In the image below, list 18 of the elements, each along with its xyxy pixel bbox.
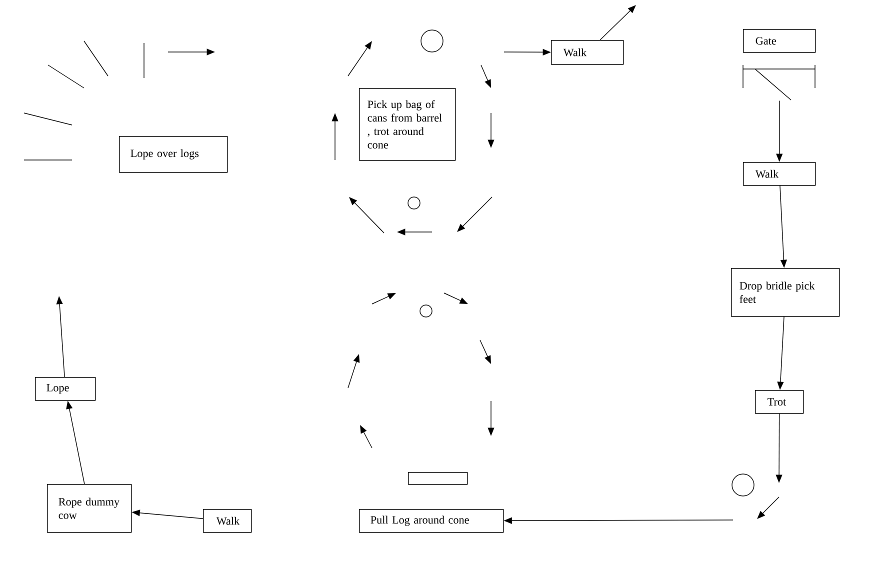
log-bar — [408, 472, 468, 485]
step-box: Trot — [755, 390, 804, 414]
step-box: Rope dummy cow — [47, 484, 132, 533]
cone-circle — [408, 196, 420, 210]
cone-circle — [420, 30, 444, 52]
step-box: Pull Log around cone — [359, 509, 504, 533]
step-box: Pick up bag of cans from barrel , trot around cone — [359, 88, 456, 161]
step-box: Walk — [551, 40, 624, 65]
step-box: Gate — [743, 29, 816, 53]
gate-drawing — [742, 64, 816, 100]
step-box: Drop bridle pick feet — [731, 268, 840, 317]
step-box: Lope — [35, 377, 96, 401]
step-box: Lope over logs — [119, 136, 228, 173]
step-box: Walk — [203, 509, 252, 533]
cone-circle — [420, 304, 432, 318]
arrow — [600, 5, 636, 40]
cone-circle — [732, 474, 754, 496]
step-box: Walk — [743, 162, 816, 186]
